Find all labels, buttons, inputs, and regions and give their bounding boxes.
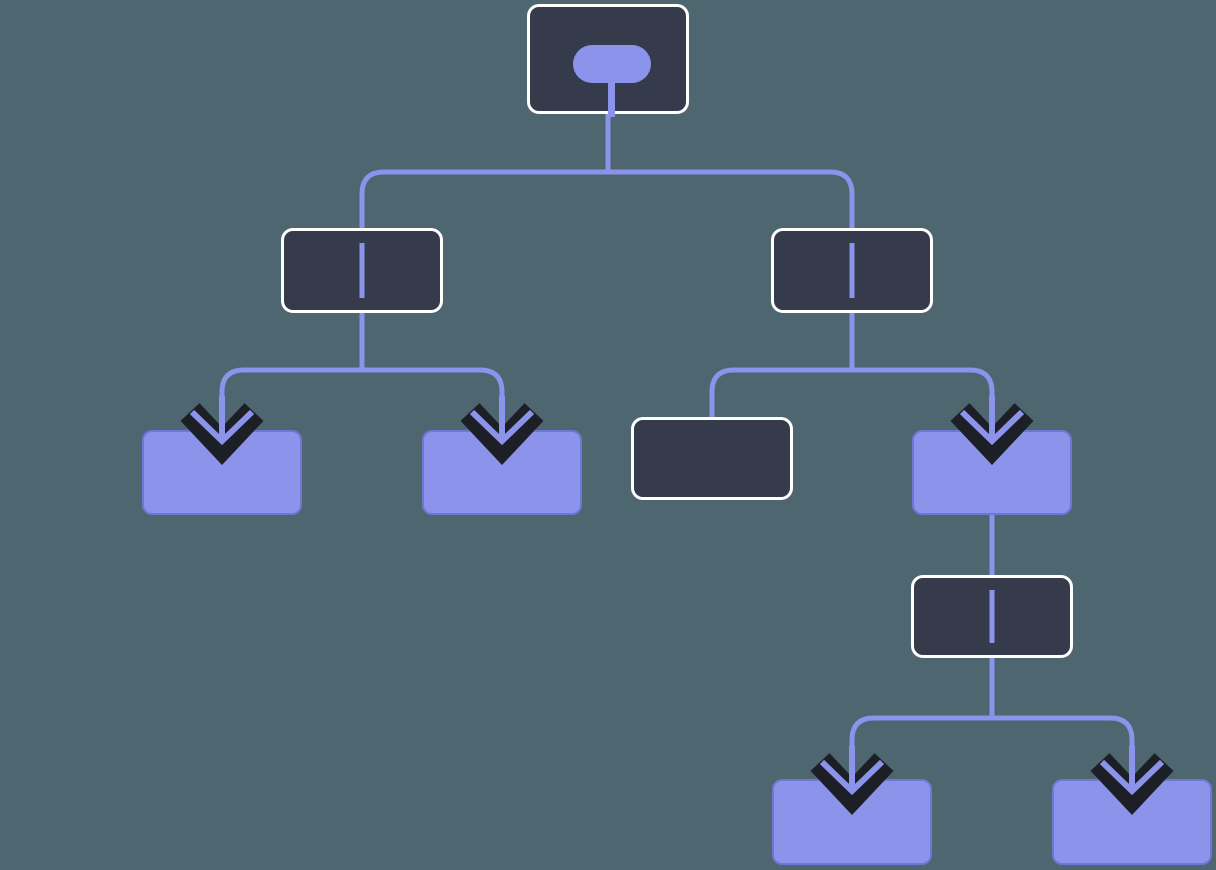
node-leaf-l2[interactable] [422, 430, 582, 515]
node-leaf-b2[interactable] [1052, 779, 1212, 865]
root-pill-stem-glyph [608, 77, 615, 117]
root-pill-glyph [573, 45, 651, 83]
node-root[interactable] [527, 4, 689, 117]
node-leaf-r2[interactable] [912, 430, 1072, 515]
node-sub-branch[interactable] [911, 575, 1073, 658]
node-leaf-r1[interactable] [631, 417, 793, 500]
node-leaf-b1[interactable] [772, 779, 932, 865]
node-branch-left[interactable] [281, 228, 443, 313]
node-leaf-l1[interactable] [142, 430, 302, 515]
node-branch-right[interactable] [771, 228, 933, 313]
